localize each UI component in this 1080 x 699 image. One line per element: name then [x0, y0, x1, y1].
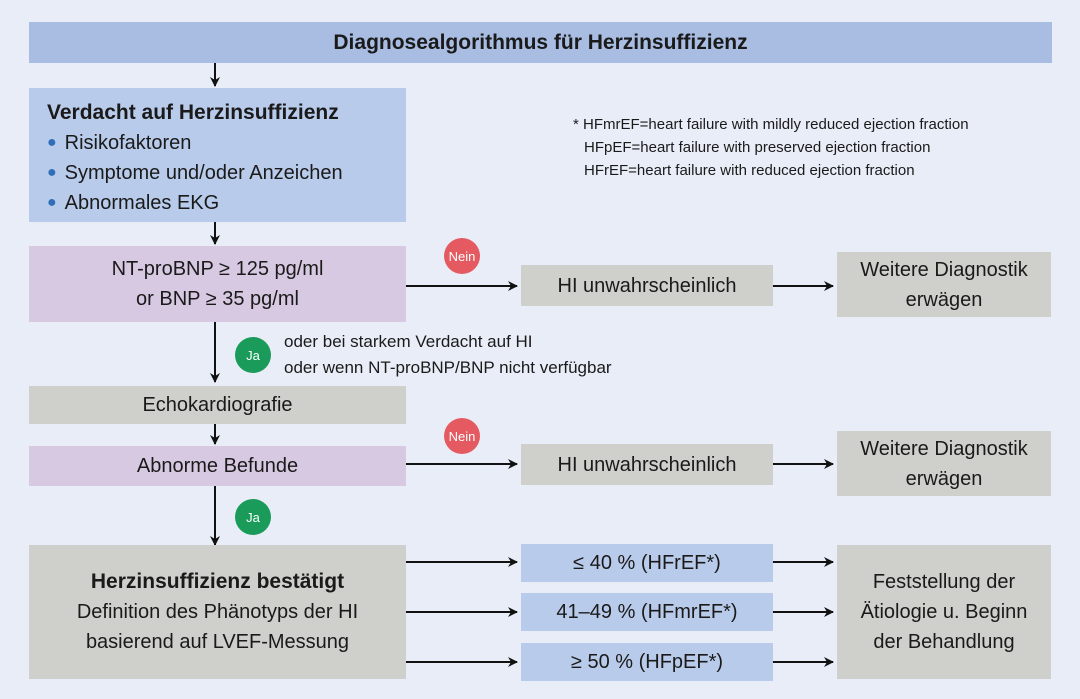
result-line3: der Behandlung	[873, 631, 1015, 653]
biomarker-line1: NT-proBNP ≥ 125 pg/ml	[111, 258, 324, 280]
ja-badge: Ja	[235, 499, 271, 535]
further-diagnostics-box: Weitere Diagnostik erwägen	[837, 252, 1051, 317]
unlikely-box: HI unwahrscheinlich	[521, 444, 773, 485]
phenotype-hfref: ≤ 40 % (HFrEF*)	[521, 544, 773, 582]
result-line2: Ätiologie u. Beginn	[860, 601, 1028, 623]
confirmed-line2: basierend auf LVEF-Messung	[85, 631, 350, 653]
footnote-hfmref: * HFmrEF=heart failure with mildly reduc…	[573, 116, 969, 133]
verdacht-heading: Verdacht auf Herzinsuffizienz	[47, 101, 339, 124]
echo-box: Echokardiografie	[29, 386, 406, 424]
biomarker-line2: or BNP ≥ 35 pg/ml	[136, 288, 299, 310]
phenotype-hfmref: 41–49 % (HFmrEF*)	[521, 593, 773, 631]
further-line2: erwägen	[905, 467, 983, 490]
verdacht-item: ●Risikofaktoren	[47, 132, 192, 154]
confirmed-heading: Herzinsuffizienz bestätigt	[90, 570, 345, 593]
condition-line2: oder wenn NT-proBNP/BNP nicht verfügbar	[284, 358, 612, 377]
further-line1: Weitere Diagnostik	[860, 258, 1028, 281]
confirmed-box: Herzinsuffizienz bestätigt Definition de…	[29, 545, 406, 679]
footnote-hfref: HFrEF=heart failure with reduced ejectio…	[584, 162, 915, 179]
verdacht-box: Verdacht auf Herzinsuffizienz ●Risikofak…	[29, 88, 406, 222]
condition-line1: oder bei starkem Verdacht auf HI	[284, 332, 533, 351]
result-box: Feststellung der Ätiologie u. Beginn der…	[837, 545, 1051, 679]
nein-badge: Nein	[444, 238, 480, 274]
diagram-title: Diagnosealgorithmus für Herzinsuffizienz	[29, 22, 1052, 63]
ja-badge: Ja	[235, 337, 271, 373]
confirmed-line1: Definition des Phänotyps der HI	[76, 601, 359, 623]
biomarker-box: NT-proBNP ≥ 125 pg/ml or BNP ≥ 35 pg/ml	[29, 246, 406, 322]
further-line2: erwägen	[905, 288, 983, 311]
verdacht-item: ●Symptome und/oder Anzeichen	[47, 162, 343, 184]
result-line1: Feststellung der	[872, 571, 1016, 593]
verdacht-item: ●Abnormales EKG	[47, 192, 220, 214]
further-line1: Weitere Diagnostik	[860, 437, 1028, 460]
further-diagnostics-box: Weitere Diagnostik erwägen	[837, 431, 1051, 496]
phenotype-hfpef: ≥ 50 % (HFpEF*)	[521, 643, 773, 681]
unlikely-box: HI unwahrscheinlich	[521, 265, 773, 306]
footnote-hfpef: HFpEF=heart failure with preserved eject…	[584, 139, 931, 156]
nein-badge: Nein	[444, 418, 480, 454]
abnorm-box: Abnorme Befunde	[29, 446, 406, 486]
